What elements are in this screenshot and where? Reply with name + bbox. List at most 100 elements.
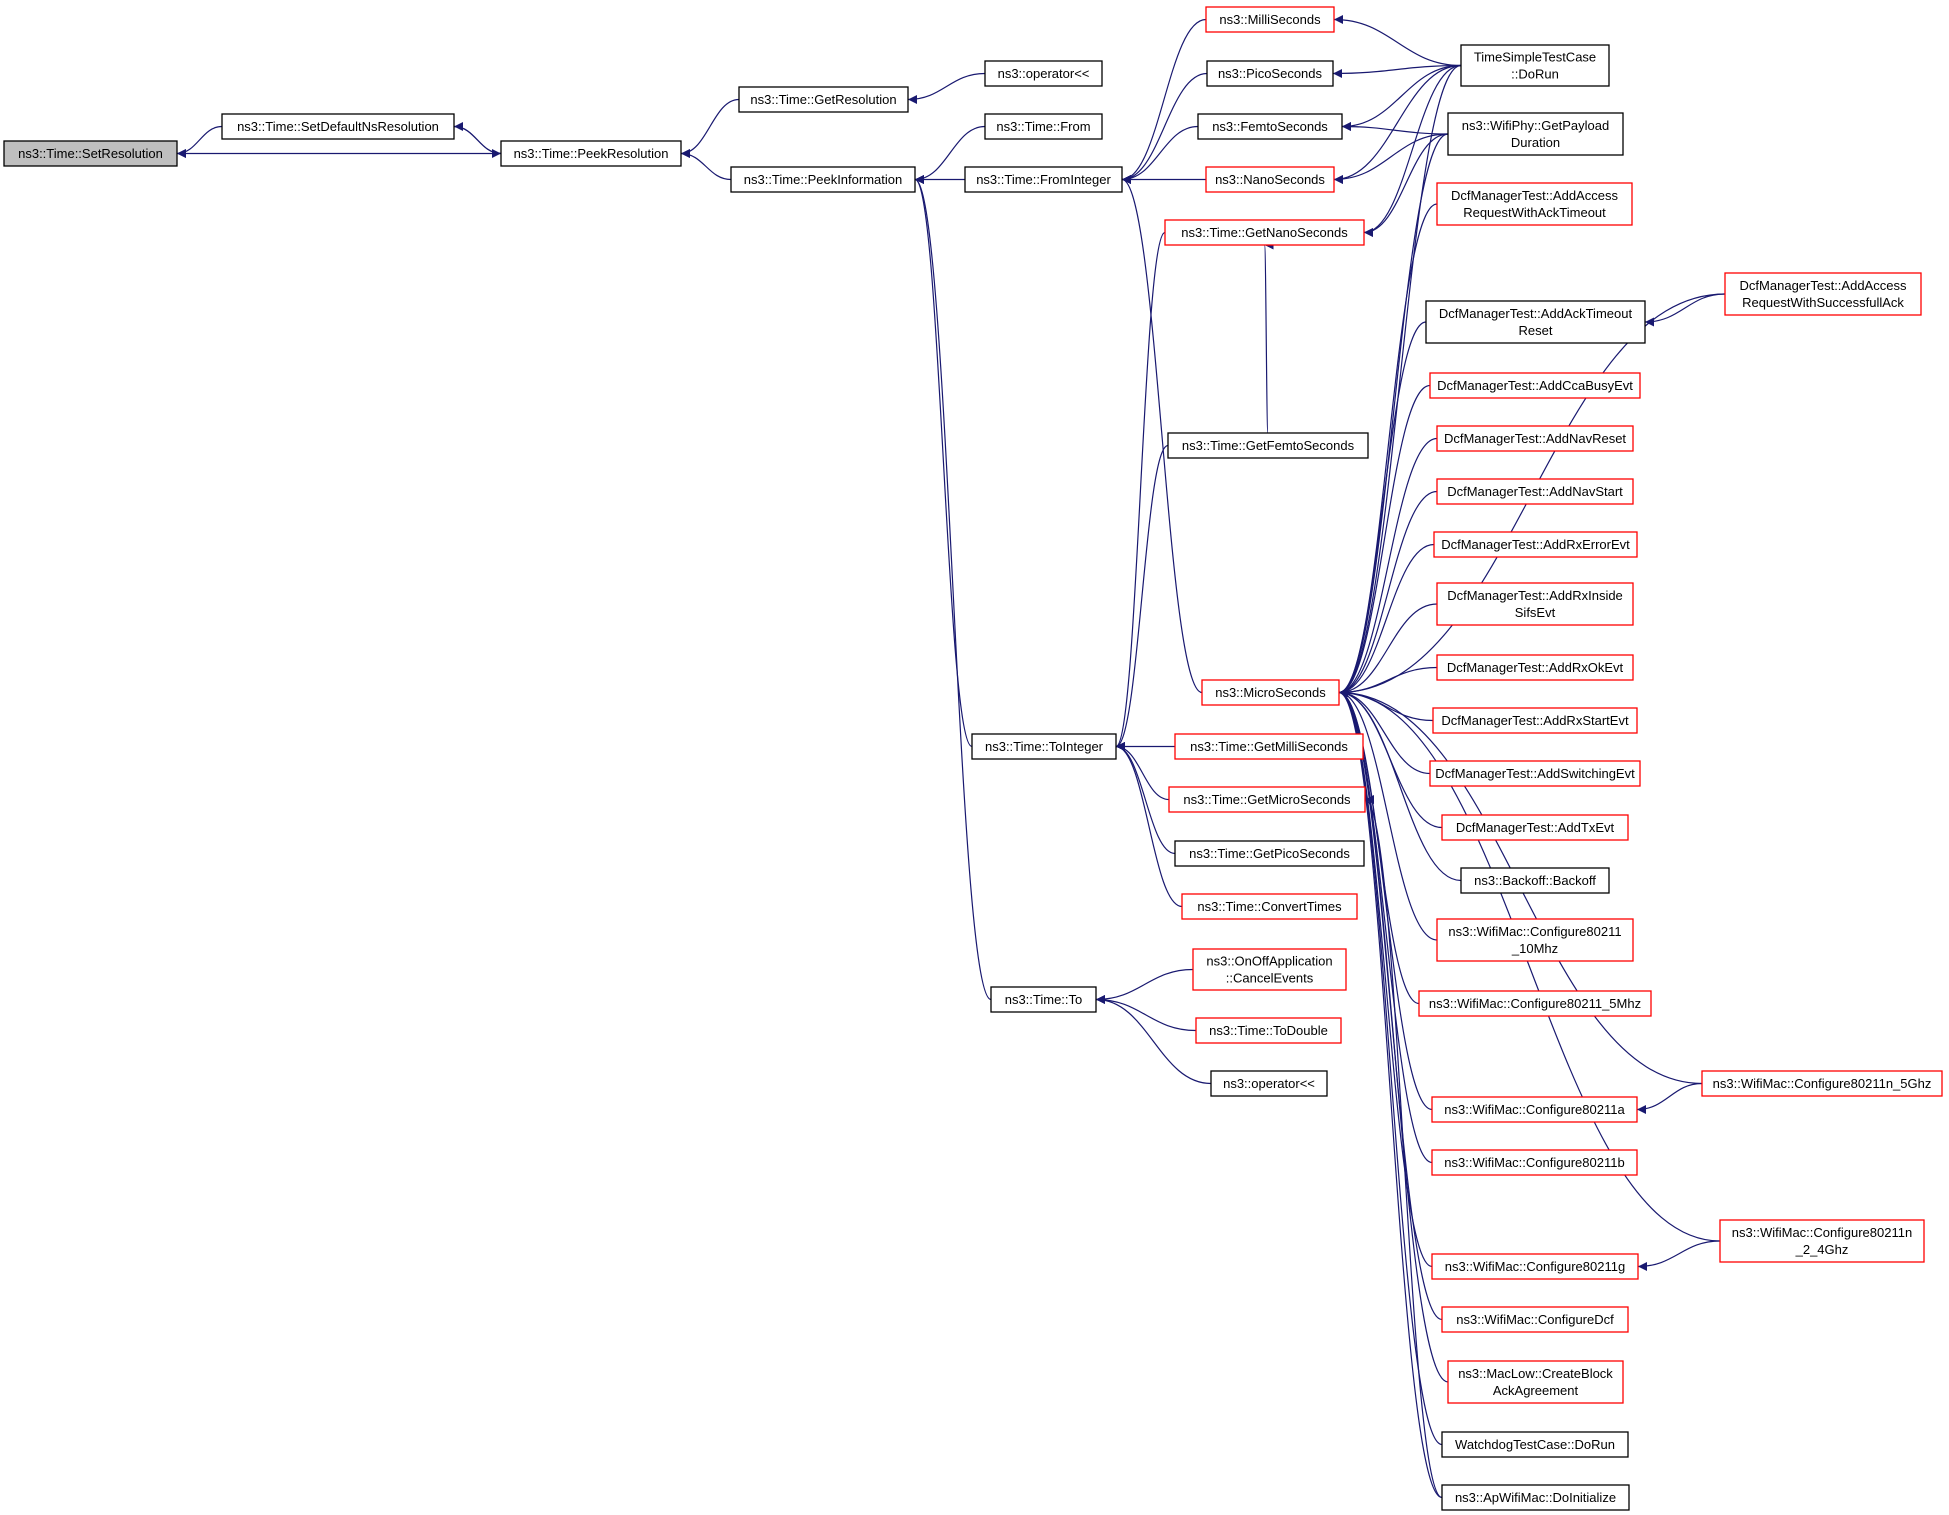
graph-node-backoff[interactable]: ns3::Backoff::Backoff — [1460, 867, 1610, 894]
node-label: ::CancelEvents — [1226, 971, 1314, 986]
nodes-layer: ns3::Time::SetResolution ns3::Time::SetDe… — [3, 6, 1943, 1511]
node-label: ns3::operator<< — [1223, 1076, 1315, 1091]
call-edge-femto_seconds-get_payload_duration — [1341, 122, 1449, 135]
call-edge-peek_resolution-get_resolution — [680, 98, 740, 158]
node-box — [1431, 1149, 1638, 1176]
graph-node-add-rx-error[interactable]: DcfManagerTest::AddRxErrorEvt — [1433, 531, 1638, 558]
node-box — [1197, 113, 1343, 140]
call-edge-peek_resolution-peek_information — [680, 149, 732, 181]
graph-node-to-double[interactable]: ns3::Time::ToDouble — [1195, 1017, 1342, 1044]
graph-node-configure-dcf[interactable]: ns3::WifiMac::ConfigureDcf — [1441, 1306, 1629, 1333]
node-label: _2_4Ghz — [1795, 1242, 1849, 1257]
graph-node-add-rx-ok[interactable]: DcfManagerTest::AddRxOkEvt — [1436, 654, 1634, 681]
graph-node-pico-seconds[interactable]: ns3::PicoSeconds — [1206, 60, 1334, 87]
node-label: ns3::MilliSeconds — [1219, 12, 1321, 27]
node-box — [1441, 1306, 1629, 1333]
node-label: DcfManagerTest::AddRxStartEvt — [1441, 713, 1629, 728]
node-label: ns3::Time::ToInteger — [985, 739, 1104, 754]
graph-node-nano-seconds[interactable]: ns3::NanoSeconds — [1205, 166, 1335, 193]
graph-node-add-access-ack-timeout[interactable]: DcfManagerTest::AddAccessRequestWithAckT… — [1436, 182, 1633, 226]
graph-node-femto-seconds[interactable]: ns3::FemtoSeconds — [1197, 113, 1343, 140]
graph-node-operator-ltlt-2[interactable]: ns3::operator<< — [1210, 1070, 1328, 1097]
graph-node-add-tx[interactable]: DcfManagerTest::AddTxEvt — [1441, 814, 1629, 841]
node-box — [1429, 760, 1641, 787]
graph-node-get-femto-seconds[interactable]: ns3::Time::GetFemtoSeconds — [1167, 432, 1369, 459]
node-box — [1724, 272, 1922, 316]
node-box — [1429, 372, 1641, 399]
graph-node-configure-a[interactable]: ns3::WifiMac::Configure80211a — [1431, 1096, 1638, 1123]
node-label: WatchdogTestCase::DoRun — [1455, 1437, 1615, 1452]
graph-node-set-default-ns-resolution[interactable]: ns3::Time::SetDefaultNsResolution — [221, 113, 455, 140]
graph-node-convert-times[interactable]: ns3::Time::ConvertTimes — [1181, 893, 1358, 920]
graph-node-from-integer[interactable]: ns3::Time::FromInteger — [964, 166, 1123, 193]
node-label: ns3::WifiMac::Configure80211n_5Ghz — [1713, 1076, 1932, 1091]
node-box — [730, 166, 916, 193]
graph-node-get-resolution[interactable]: ns3::Time::GetResolution — [738, 86, 909, 113]
graph-node-watchdog-do-run[interactable]: WatchdogTestCase::DoRun — [1441, 1431, 1629, 1458]
graph-node-add-cca-busy[interactable]: DcfManagerTest::AddCcaBusyEvt — [1429, 372, 1641, 399]
node-label: TimeSimpleTestCase — [1474, 50, 1596, 65]
node-label: DcfManagerTest::AddAckTimeout — [1439, 306, 1633, 321]
call-edge-get_resolution-operator_ltlt_1 — [907, 72, 986, 104]
call-edge-from_integer-milli_seconds — [1121, 18, 1207, 184]
graph-node-time-simple-do-run[interactable]: TimeSimpleTestCase::DoRun — [1460, 44, 1610, 87]
node-box — [1441, 814, 1629, 841]
node-box — [964, 166, 1123, 193]
graph-node-add-rx-start[interactable]: DcfManagerTest::AddRxStartEvt — [1432, 707, 1638, 734]
node-label: DcfManagerTest::AddTxEvt — [1456, 820, 1615, 835]
call-edge-from_integer-pico_seconds — [1121, 72, 1208, 184]
graph-node-set-resolution[interactable]: ns3::Time::SetResolution — [3, 140, 178, 167]
graph-node-milli-seconds[interactable]: ns3::MilliSeconds — [1205, 6, 1335, 33]
node-box — [990, 986, 1097, 1013]
call-edge-milli_seconds-time_simple_do_run — [1333, 15, 1462, 67]
node-label: ns3::WifiMac::Configure80211n — [1732, 1225, 1912, 1240]
node-label: ns3::WifiMac::Configure80211a — [1444, 1102, 1625, 1117]
call-edge-time_to-to_double — [1095, 995, 1197, 1032]
graph-node-configure-10mhz[interactable]: ns3::WifiMac::Configure80211_10Mhz — [1436, 918, 1634, 962]
graph-node-configure-g[interactable]: ns3::WifiMac::Configure80211g — [1431, 1253, 1639, 1280]
call-edge-from_integer-femto_seconds — [1121, 125, 1199, 184]
graph-node-ap-do-initialize[interactable]: ns3::ApWifiMac::DoInitialize — [1441, 1484, 1630, 1511]
call-edge-to_integer-get_femto_seconds — [1115, 444, 1169, 751]
graph-node-add-access-successful-ack[interactable]: DcfManagerTest::AddAccessRequestWithSucc… — [1724, 272, 1922, 316]
graph-node-get-milli-seconds[interactable]: ns3::Time::GetMilliSeconds — [1174, 733, 1364, 760]
node-box — [1192, 948, 1347, 991]
call-edge-nano_seconds-time_simple_do_run — [1333, 64, 1462, 184]
graph-node-peek-information[interactable]: ns3::Time::PeekInformation — [730, 166, 916, 193]
graph-node-add-switching[interactable]: DcfManagerTest::AddSwitchingEvt — [1429, 760, 1641, 787]
graph-node-configure-b[interactable]: ns3::WifiMac::Configure80211b — [1431, 1149, 1638, 1176]
graph-node-micro-seconds[interactable]: ns3::MicroSeconds — [1201, 679, 1340, 706]
graph-node-get-micro-seconds[interactable]: ns3::Time::GetMicroSeconds — [1168, 786, 1366, 813]
graph-node-add-nav-start[interactable]: DcfManagerTest::AddNavStart — [1436, 478, 1634, 505]
node-box — [1719, 1219, 1925, 1263]
node-label: DcfManagerTest::AddRxInside — [1447, 588, 1623, 603]
graph-node-get-pico-seconds[interactable]: ns3::Time::GetPicoSeconds — [1174, 840, 1365, 867]
graph-node-configure-n-2-4ghz[interactable]: ns3::WifiMac::Configure80211n_2_4Ghz — [1719, 1219, 1925, 1263]
graph-node-add-nav-reset[interactable]: DcfManagerTest::AddNavReset — [1436, 425, 1634, 452]
graph-node-time-from[interactable]: ns3::Time::From — [984, 113, 1103, 140]
graph-node-operator-ltlt-1[interactable]: ns3::operator<< — [984, 60, 1103, 87]
node-box — [1701, 1070, 1943, 1097]
graph-node-cancel-events[interactable]: ns3::OnOffApplication::CancelEvents — [1192, 948, 1347, 991]
call-edge-micro_seconds-add_nav_reset — [1338, 437, 1438, 697]
graph-node-to-integer[interactable]: ns3::Time::ToInteger — [971, 733, 1117, 760]
node-box — [1418, 990, 1652, 1017]
call-edge-micro_seconds-configure_10mhz — [1338, 688, 1438, 941]
graph-node-time-to[interactable]: ns3::Time::To — [990, 986, 1097, 1013]
call-edge-set_resolution-set_default_ns_resolution — [176, 125, 223, 158]
node-box — [1436, 582, 1634, 626]
node-label: SifsEvt — [1515, 605, 1556, 620]
node-label: ns3::PicoSeconds — [1218, 66, 1323, 81]
graph-node-configure-5mhz[interactable]: ns3::WifiMac::Configure80211_5Mhz — [1418, 990, 1652, 1017]
graph-node-peek-resolution[interactable]: ns3::Time::PeekResolution — [500, 140, 682, 167]
graph-node-configure-n-5ghz[interactable]: ns3::WifiMac::Configure80211n_5Ghz — [1701, 1070, 1943, 1097]
node-label: DcfManagerTest::AddAccess — [1451, 188, 1618, 203]
call-edge-micro_seconds-add_rx_error — [1338, 543, 1435, 697]
graph-node-get-nano-seconds[interactable]: ns3::Time::GetNanoSeconds — [1164, 219, 1365, 246]
node-label: ns3::Time::PeekResolution — [514, 146, 669, 161]
call-edge-micro_seconds-configure_a — [1338, 688, 1433, 1111]
